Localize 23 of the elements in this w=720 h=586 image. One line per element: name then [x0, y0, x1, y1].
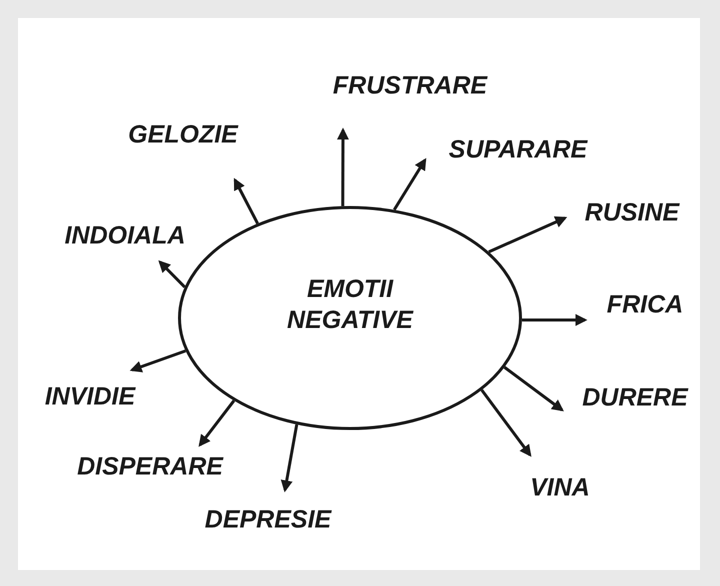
emotion-label: INVIDIE	[44, 384, 136, 410]
emotion-label: INDOIALA	[64, 224, 186, 248]
emotion-label: VINA	[530, 476, 590, 500]
arrow	[393, 158, 426, 211]
arrow	[158, 260, 186, 288]
emotion-label: SUPARARE	[448, 138, 588, 162]
emotion-label: DISPERARE	[77, 454, 223, 480]
arrow	[280, 424, 298, 492]
arrow	[234, 178, 259, 224]
arrow	[480, 389, 532, 457]
node-text: EMOTII NEGATIVE	[286, 273, 414, 336]
emotion-label: RUSINE	[584, 200, 680, 226]
arrow	[504, 366, 564, 412]
arrow	[488, 216, 568, 254]
emotion-label: FRICA	[606, 292, 684, 318]
arrow	[336, 128, 349, 206]
emotion-label: GELOZIE	[128, 122, 238, 148]
emotion-label: FRUSTRARE	[332, 74, 488, 98]
arrow	[198, 400, 236, 447]
emotion-label: DEPRESIE	[204, 508, 332, 532]
arrow	[130, 349, 186, 372]
emotion-label: DURERE	[582, 386, 688, 410]
arrow	[522, 314, 588, 326]
